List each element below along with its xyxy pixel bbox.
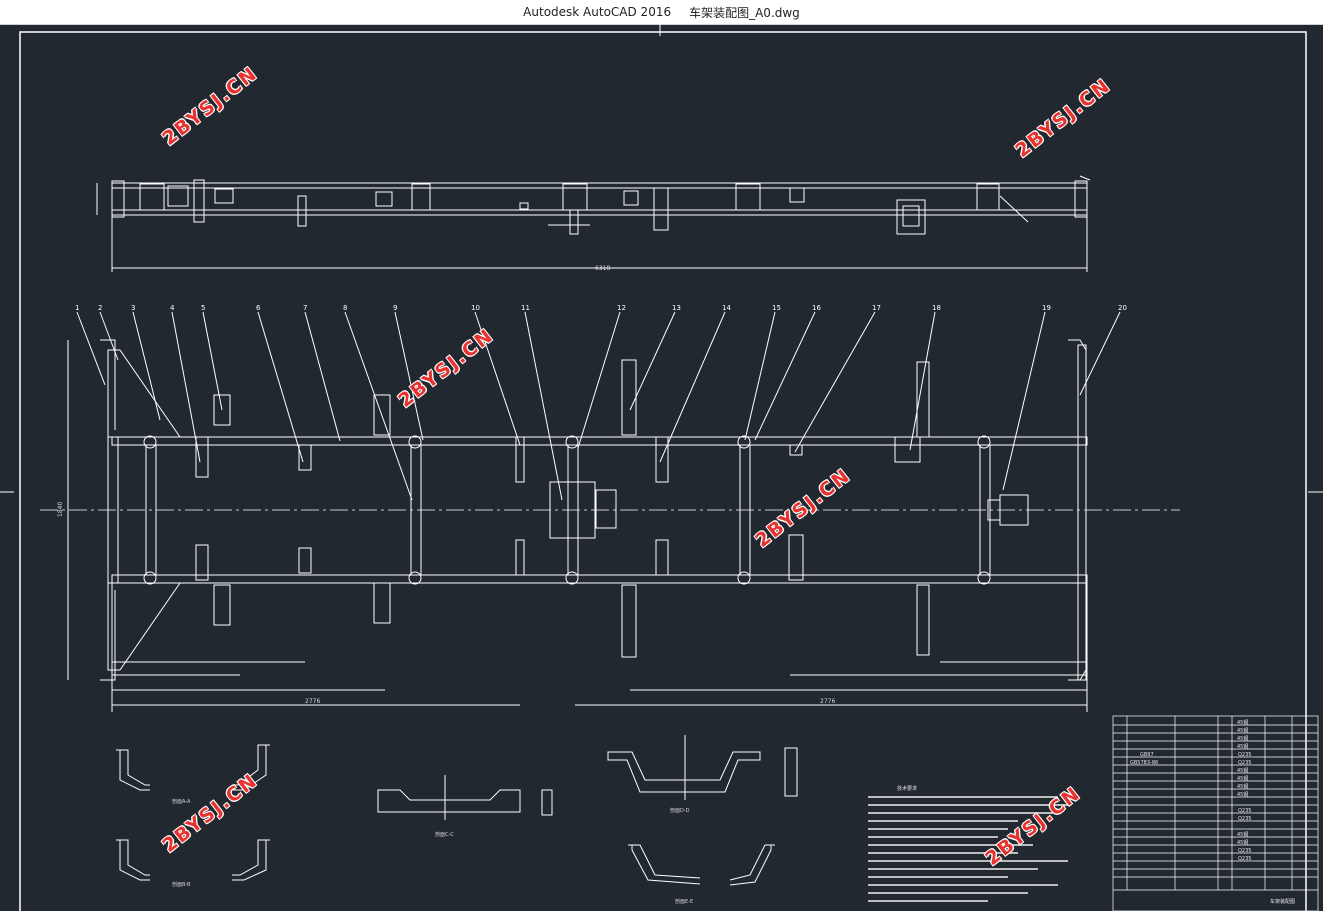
file-name: 车架装配图_A0.dwg [689, 5, 800, 20]
svg-text:剖面E-E: 剖面E-E [675, 898, 693, 905]
svg-text:17: 17 [872, 304, 881, 312]
svg-text:10: 10 [471, 304, 480, 312]
svg-text:12: 12 [617, 304, 626, 312]
overall-dimension-left: 2776 [305, 698, 320, 705]
app-name: Autodesk AutoCAD 2016 [523, 5, 672, 19]
svg-text:Q235: Q235 [1238, 856, 1251, 862]
svg-text:9: 9 [393, 304, 397, 312]
overall-dimension-right: 2776 [820, 698, 835, 705]
svg-text:剖面D-D: 剖面D-D [670, 807, 690, 814]
plan-view [67, 311, 1121, 712]
svg-text:19: 19 [1042, 304, 1051, 312]
svg-text:3: 3 [131, 304, 135, 312]
parts-table-text: GB97 GB5783-86 45钢 45钢 45钢 45钢 Q235 Q235… [1130, 719, 1295, 905]
title-bar: Autodesk AutoCAD 2016 车架装配图_A0.dwg [0, 0, 1323, 25]
svg-text:45钢: 45钢 [1237, 743, 1248, 750]
svg-text:15: 15 [772, 304, 781, 312]
callout-numbers: 1 2 3 4 5 6 7 8 9 10 11 12 13 14 15 16 1… [75, 304, 1127, 312]
svg-text:Q235: Q235 [1238, 816, 1251, 822]
side-view [96, 175, 1091, 272]
section-views [116, 735, 798, 886]
svg-text:剖面B-B: 剖面B-B [172, 881, 191, 888]
svg-text:18: 18 [932, 304, 941, 312]
svg-text:45钢: 45钢 [1237, 767, 1248, 774]
title-block-name: 车架装配图 [1270, 898, 1295, 905]
drawing-canvas[interactable]: 6318 [0, 24, 1323, 911]
section-labels: 剖面A-A 剖面B-B 剖面C-C 剖面D-D 剖面E-E [172, 798, 693, 905]
svg-text:45钢: 45钢 [1237, 735, 1248, 742]
svg-text:7: 7 [303, 304, 307, 312]
svg-text:GB5783-86: GB5783-86 [1130, 760, 1158, 766]
svg-text:45钢: 45钢 [1237, 775, 1248, 782]
svg-text:1: 1 [75, 304, 79, 312]
svg-text:Q235: Q235 [1238, 808, 1251, 814]
svg-text:8: 8 [343, 304, 347, 312]
svg-text:45钢: 45钢 [1237, 727, 1248, 734]
svg-text:45钢: 45钢 [1237, 791, 1248, 798]
technical-notes: 技术要求 [868, 785, 1068, 902]
svg-text:剖面A-A: 剖面A-A [172, 798, 191, 805]
svg-text:5: 5 [201, 304, 205, 312]
svg-text:技术要求: 技术要求 [897, 785, 917, 792]
svg-text:2: 2 [98, 304, 102, 312]
svg-text:Q235: Q235 [1238, 752, 1251, 758]
svg-text:20: 20 [1118, 304, 1127, 312]
svg-text:剖面C-C: 剖面C-C [435, 831, 454, 838]
height-dimension: 1840 [57, 502, 64, 517]
svg-text:13: 13 [672, 304, 681, 312]
drawing-border [19, 31, 1307, 911]
svg-text:GB97: GB97 [1140, 752, 1154, 758]
parts-table [1112, 715, 1319, 911]
svg-text:45钢: 45钢 [1237, 839, 1248, 846]
svg-text:4: 4 [170, 304, 175, 312]
svg-text:Q235: Q235 [1238, 760, 1251, 766]
svg-text:45钢: 45钢 [1237, 783, 1248, 790]
svg-text:14: 14 [722, 304, 731, 312]
svg-text:Q235: Q235 [1238, 848, 1251, 854]
svg-text:6: 6 [256, 304, 261, 312]
svg-text:11: 11 [521, 304, 530, 312]
svg-text:16: 16 [812, 304, 821, 312]
side-view-length: 6318 [595, 265, 610, 272]
svg-text:45钢: 45钢 [1237, 719, 1248, 726]
svg-text:45钢: 45钢 [1237, 831, 1248, 838]
